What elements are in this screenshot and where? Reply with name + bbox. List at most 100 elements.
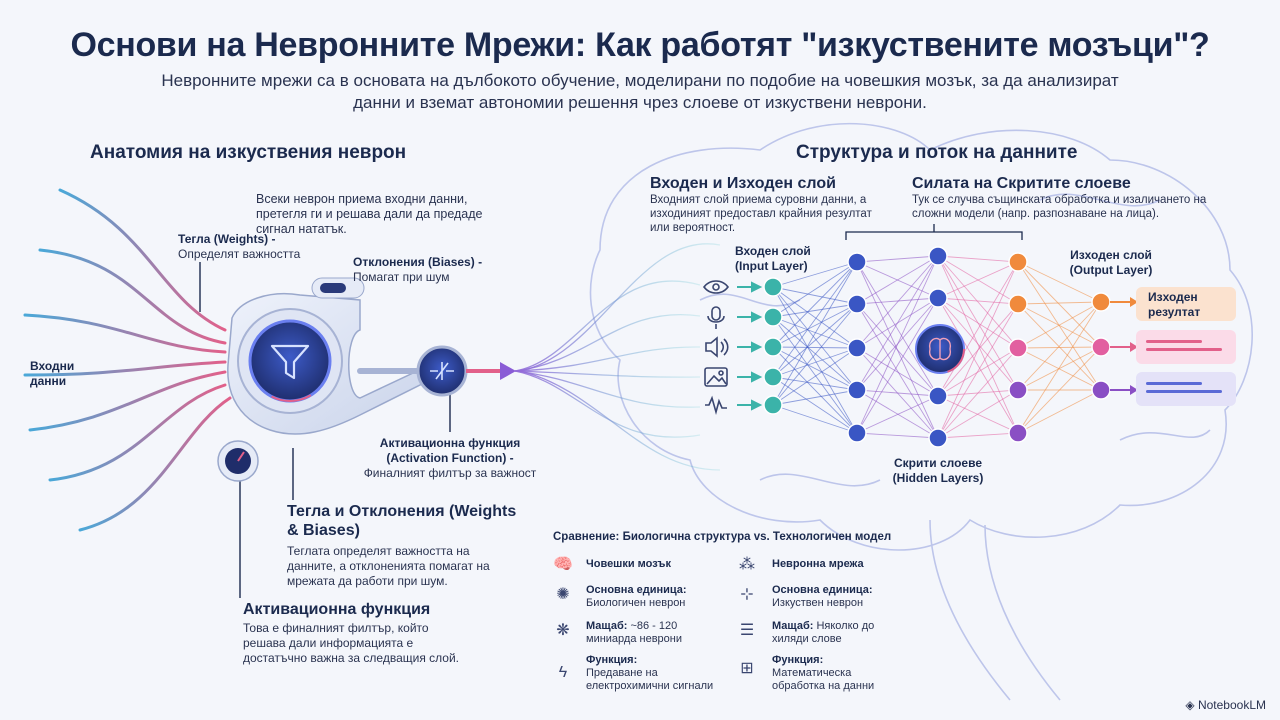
bio-scale-icon: ❋ — [556, 622, 570, 639]
network-node — [847, 294, 867, 314]
microphone-icon — [707, 306, 725, 329]
network-edge — [937, 261, 1019, 397]
neuron-intro: Всеки неврон приема входни данни, претег… — [256, 192, 483, 236]
network-node — [847, 380, 867, 400]
brain-outline — [589, 122, 1253, 701]
inputs-label: Входни данни — [30, 359, 75, 388]
network-node — [1008, 380, 1028, 400]
speaker-icon — [705, 336, 729, 358]
network-edge — [937, 303, 1019, 439]
network-connections — [772, 255, 1102, 439]
image-icon — [704, 367, 728, 387]
network-node — [763, 277, 783, 297]
network-edge — [856, 389, 939, 439]
network-edge — [937, 255, 1019, 349]
biases-label-desc: Помагат при шум — [353, 270, 450, 284]
network-edge — [772, 347, 858, 406]
network-edge — [772, 261, 858, 288]
core-brain-icon — [928, 337, 952, 361]
activation-label-title: Активационна функция (Activation Functio… — [379, 436, 521, 465]
artificial-neuron — [217, 277, 431, 482]
network-node — [847, 423, 867, 443]
network-edge — [1017, 301, 1102, 349]
network-edge — [1017, 389, 1102, 434]
network-edge — [772, 316, 858, 391]
network-nodes — [763, 246, 1111, 448]
weights-label: Тегла (Weights) - Определят важността — [178, 232, 328, 262]
network-edge — [937, 297, 1019, 391]
weights-biases-desc: Теглата определят важността на данните, … — [287, 544, 490, 588]
activation-label-desc: Финалният филтър за важност — [363, 466, 537, 480]
network-edge — [772, 347, 858, 378]
network-node — [928, 386, 948, 406]
input-layer-label: Входен слой (Input Layer) — [735, 244, 811, 273]
network-edge — [772, 389, 858, 406]
activation-title: Активационна функция — [243, 601, 431, 618]
network-node — [847, 252, 867, 272]
brand-name: NotebookLM — [1197, 698, 1266, 712]
network-edge — [856, 432, 939, 439]
network-edge — [772, 376, 858, 391]
network-edge — [856, 303, 939, 439]
network-node — [763, 337, 783, 357]
output-arrows — [1110, 297, 1138, 395]
network-node — [763, 367, 783, 387]
network-node — [1008, 294, 1028, 314]
network-edge — [772, 303, 858, 318]
filter-icon — [270, 344, 310, 380]
network-edge — [772, 346, 858, 391]
network-edge — [856, 255, 939, 349]
data-flow-beam — [514, 243, 721, 471]
network-edge — [1017, 301, 1102, 434]
network-edge — [772, 303, 858, 406]
network-edge — [1017, 346, 1102, 349]
network-node — [1008, 423, 1028, 443]
network-node — [1008, 252, 1028, 272]
network-node — [763, 395, 783, 415]
network-edge — [856, 261, 939, 397]
output-bar — [1146, 340, 1202, 343]
network-edge — [772, 261, 858, 406]
network-edge — [772, 261, 858, 378]
structure-heading: Структура и поток на данните — [796, 142, 1078, 163]
biases-label: Отклонения (Biases) - Помагат при шум — [353, 255, 513, 285]
notebooklm-icon: ◈ — [1185, 698, 1195, 712]
output-layer-label: Изходен слой (Output Layer) — [1069, 248, 1153, 277]
network-node — [928, 288, 948, 308]
network-edge — [937, 261, 1019, 439]
tech-item-2: Мащаб: Няколко до хиляди слове — [772, 620, 875, 645]
brand-logo: ◈ NotebookLM — [1185, 698, 1266, 712]
network-node — [1008, 338, 1028, 358]
network-edge — [856, 389, 939, 397]
tech-item-3: Функция:Математическа обработка на данни — [772, 654, 875, 692]
network-node — [1091, 292, 1111, 312]
page-subtitle: Невронните мрежи са в основата на дълбок… — [161, 71, 1119, 112]
lightning-icon: ϟ — [558, 664, 568, 681]
network-edge — [772, 376, 858, 434]
bio-item-2: Мащаб: ~86 - 120 миниарда неврони — [586, 620, 682, 645]
network-edge — [937, 297, 1019, 305]
network-node — [1091, 380, 1111, 400]
network-edge — [937, 347, 1019, 439]
calculator-icon: ⊞ — [740, 660, 754, 677]
comparison-table: 🧠 Човешки мозък ✺ Основна единица:Биолог… — [550, 548, 890, 698]
network-edge — [1017, 303, 1102, 391]
io-block: Входен и Изходен слой Входният слой прие… — [650, 174, 890, 235]
page-title: Основи на Невронните Мрежи: Как работят … — [70, 26, 1210, 64]
output-result-label: Изходен резултат — [1148, 290, 1201, 319]
io-title: Входен и Изходен слой — [650, 175, 836, 192]
network-edge — [937, 261, 1019, 299]
tech-item-1: Основна единица:Изкуствен неврон — [772, 584, 873, 609]
network-node — [928, 428, 948, 448]
biases-label-title: Отклонения (Biases) - — [353, 255, 483, 269]
output-result-box: Изходен резултат — [1136, 287, 1236, 321]
weights-biases-block: Тегла и Отклонения (Weights & Biases) Те… — [287, 502, 517, 589]
activation-desc: Това е финалният филтър, който решава да… — [243, 621, 459, 665]
network-edge — [856, 297, 939, 434]
network-edge — [856, 255, 939, 391]
network-edge — [937, 297, 1019, 434]
network-edge — [772, 286, 858, 434]
activation-label: Активационна функция (Activation Functio… — [360, 436, 540, 481]
hidden-layers-label: Скрити слоеве (Hidden Layers) — [892, 456, 984, 485]
